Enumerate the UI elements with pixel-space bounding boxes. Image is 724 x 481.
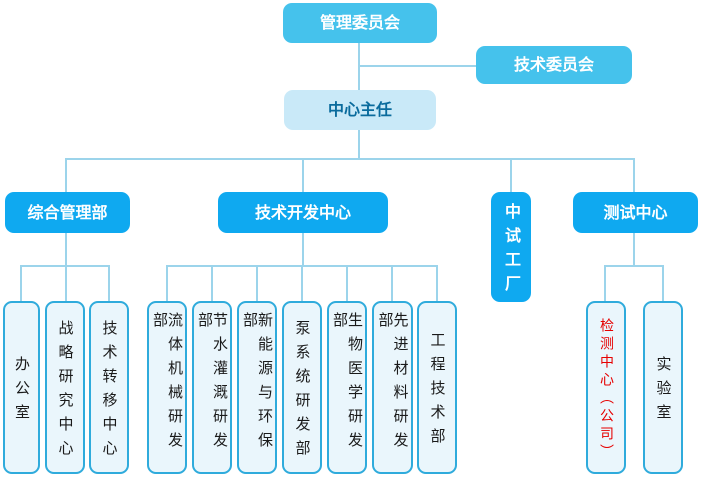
connector xyxy=(662,265,664,301)
connector xyxy=(391,265,393,301)
node-fluid-machinery-rd: 流体机械研发部 xyxy=(147,301,187,474)
connector xyxy=(604,265,606,301)
node-testing-center: 测试中心 xyxy=(573,192,698,233)
node-laboratory: 实验室 xyxy=(643,301,683,474)
connector xyxy=(256,265,258,301)
connector xyxy=(65,158,635,160)
node-center-director: 中心主任 xyxy=(284,90,436,130)
node-strategy-research-center: 战略研究中心 xyxy=(45,301,85,474)
connector xyxy=(358,43,360,92)
node-inspection-center-company: 检测中心（公司） xyxy=(586,301,626,474)
node-engineering-tech-dept: 工程技术部 xyxy=(417,301,457,474)
connector xyxy=(65,233,67,267)
node-office: 办公室 xyxy=(3,301,40,474)
connector xyxy=(302,233,304,267)
node-biomedical-rd: 生物医学研发部 xyxy=(327,301,367,474)
connector xyxy=(346,265,348,301)
node-new-energy-environment: 新能源与环保部 xyxy=(237,301,277,474)
connector xyxy=(302,158,304,192)
connector xyxy=(633,233,635,267)
connector xyxy=(108,265,110,301)
node-technical-committee: 技术委员会 xyxy=(476,46,632,84)
connector xyxy=(604,265,664,267)
node-pump-system-rd: 泵系统研发部 xyxy=(282,301,322,474)
connector xyxy=(510,158,512,192)
connector xyxy=(633,158,635,192)
connector xyxy=(65,158,67,192)
connector xyxy=(65,265,67,301)
node-pilot-plant: 中试工厂 xyxy=(491,192,531,302)
node-tech-dev-center: 技术开发中心 xyxy=(218,192,388,233)
connector xyxy=(359,65,477,67)
connector xyxy=(20,265,22,301)
connector xyxy=(358,130,360,160)
connector xyxy=(436,265,438,301)
node-advanced-materials-rd: 先进材料研发部 xyxy=(372,301,413,474)
node-management-committee: 管理委员会 xyxy=(283,3,437,43)
node-water-saving-irrigation-rd: 节水灌溉研发部 xyxy=(192,301,232,474)
connector xyxy=(301,265,303,301)
node-general-admin-dept: 综合管理部 xyxy=(5,192,130,233)
connector xyxy=(166,265,168,301)
node-tech-transfer-center: 技术转移中心 xyxy=(89,301,129,474)
connector xyxy=(211,265,213,301)
